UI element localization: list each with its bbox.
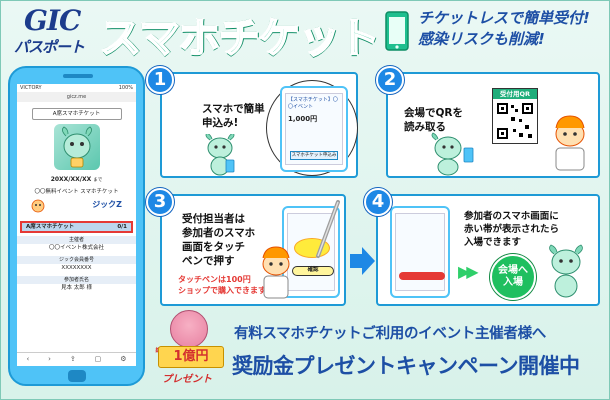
tagline-infection-risk: 感染リスクも削減! xyxy=(418,30,545,48)
arrow-right-icon xyxy=(350,247,375,275)
green-mascot-entering xyxy=(542,244,588,304)
step1-panel: スマホで簡単 申込み! 【スマホチケット】〇〇イベント 1,000円 スマホチケ… xyxy=(160,72,358,178)
badge-amount: 1億円 xyxy=(158,346,224,368)
badge-present: プレゼント xyxy=(162,374,212,385)
section-member-label: ジック会員番号 xyxy=(17,256,136,264)
campaign-badge: 総額 1億円 プレゼント xyxy=(152,310,224,390)
step3-text: 受付担当者は 参加者のスマホ 画面をタッチ ペンで押す xyxy=(182,213,256,267)
phone-screen: VICTORY 100% gicz.me A席スマホチケット 20XX/XX/X… xyxy=(17,84,136,366)
section-organizer-label: 主催者 xyxy=(17,236,136,244)
settings-gear-icon[interactable]: ⚙ xyxy=(120,355,127,363)
phone-home-button xyxy=(68,370,86,382)
step4-phone-screen xyxy=(390,206,450,298)
smartphone-mockup: VICTORY 100% gicz.me A席スマホチケット 20XX/XX/X… xyxy=(8,66,145,386)
touch-pen-icon xyxy=(316,200,340,258)
screen-brand-row: ジックZ xyxy=(17,195,136,217)
green-mascot-scanning xyxy=(428,132,474,192)
step1-number-badge: 1 xyxy=(146,66,174,94)
mascot-avatar-image xyxy=(53,124,100,170)
step3-number-badge: 3 xyxy=(146,188,174,216)
step1-apply-button[interactable]: スマホチケット申込み xyxy=(290,151,338,160)
section-organizer-value: 〇〇イベント株式会社 xyxy=(48,245,104,251)
status-carrier: VICTORY xyxy=(20,85,42,91)
gic-passport-logo: GIC パスポート xyxy=(8,4,103,58)
status-bar: VICTORY 100% xyxy=(17,84,136,92)
campaign-headline: 奨励金プレゼントキャンペーン開催中 xyxy=(232,354,580,378)
qr-reception-card: 受付用QR xyxy=(492,88,538,144)
bookmark-icon[interactable]: ▢ xyxy=(94,355,102,363)
step3-confirm-button[interactable]: 確認 xyxy=(292,266,334,276)
screen-date: 20XX/XX/XX まで xyxy=(50,176,103,183)
ticket-row-highlighted[interactable]: A席スマホチケット 0/1 xyxy=(20,221,133,233)
step4-number-badge: 4 xyxy=(364,188,392,216)
section-member-value: XXXXXXXX xyxy=(61,265,92,271)
section-participant-label: 参加者氏名 xyxy=(17,276,136,284)
step4-panel: 参加者のスマホ画面に 赤い帯が表示されたら 入場できます ▶▶ 会場へ 入場 xyxy=(376,194,600,306)
share-icon[interactable]: ⇪ xyxy=(69,355,76,363)
enter-venue-badge: 会場へ 入場 xyxy=(490,254,536,300)
step1-phone-screen: 【スマホチケット】〇〇イベント 1,000円 スマホチケット申込み xyxy=(280,86,348,172)
step1-text: スマホで簡単 申込み! xyxy=(202,103,265,129)
header-taglines: チケットレスで簡単受付! 感染リスクも削減! xyxy=(418,8,608,50)
step4-text: 参加者のスマホ画面に 赤い帯が表示されたら 入場できます xyxy=(464,211,560,248)
ticket-row-count: 0/1 xyxy=(117,224,127,230)
step2-panel: 会場でQRを 読み取る 受付用QR xyxy=(386,72,600,178)
back-icon[interactable]: ‹ xyxy=(26,355,30,363)
step1-phone-price: 1,000円 xyxy=(288,115,318,123)
step1-phone-caption: 【スマホチケット】〇〇イベント xyxy=(288,97,338,110)
tagline-ticketless: チケットレスで簡単受付! xyxy=(418,9,590,27)
status-battery: 100% xyxy=(118,85,133,91)
mini-mascot-icon xyxy=(31,199,45,213)
touch-pen-note: タッチペンは100円 ショップで購入できます xyxy=(178,275,266,295)
chevron-right-icon: ▶▶ xyxy=(458,262,479,281)
qr-label: 受付用QR xyxy=(493,89,537,99)
step2-number-badge: 2 xyxy=(376,66,404,94)
logo-passport-text: パスポート xyxy=(14,38,85,56)
screen-event-name: 〇〇無料イベント スマホチケット xyxy=(34,189,119,195)
pink-mascot-icon xyxy=(170,310,208,348)
orange-mascot-pressing xyxy=(254,246,300,302)
red-band-indicator xyxy=(399,272,445,280)
forward-icon[interactable]: › xyxy=(48,355,51,363)
screen-brand-name: ジックZ xyxy=(92,200,122,209)
logo-gic-text: GIC xyxy=(24,4,81,37)
page-title: スマホチケット xyxy=(99,13,381,63)
campaign-target-text: 有料スマホチケットご利用のイベント主催者様へ xyxy=(234,326,546,342)
step2-text: 会場でQRを 読み取る xyxy=(404,107,464,133)
ticket-row-label: A席スマホチケット xyxy=(26,224,75,230)
step3-panel: 受付担当者は 参加者のスマホ 画面をタッチ ペンで押す タッチペンは100円 シ… xyxy=(160,194,346,306)
smartphone-icon xyxy=(385,11,409,51)
phone-speaker xyxy=(63,74,93,78)
screen-ticket-title: A席スマホチケット xyxy=(31,108,122,120)
green-mascot-with-phone xyxy=(200,132,246,194)
section-participant-value: 見本 太郎 様 xyxy=(61,285,92,291)
qr-code-icon xyxy=(495,101,535,141)
screen-tab-bar: ‹ › ⇪ ▢ ⚙ xyxy=(17,352,136,366)
url-bar: gicz.me xyxy=(17,92,136,102)
orange-mascot-staff xyxy=(546,114,592,171)
